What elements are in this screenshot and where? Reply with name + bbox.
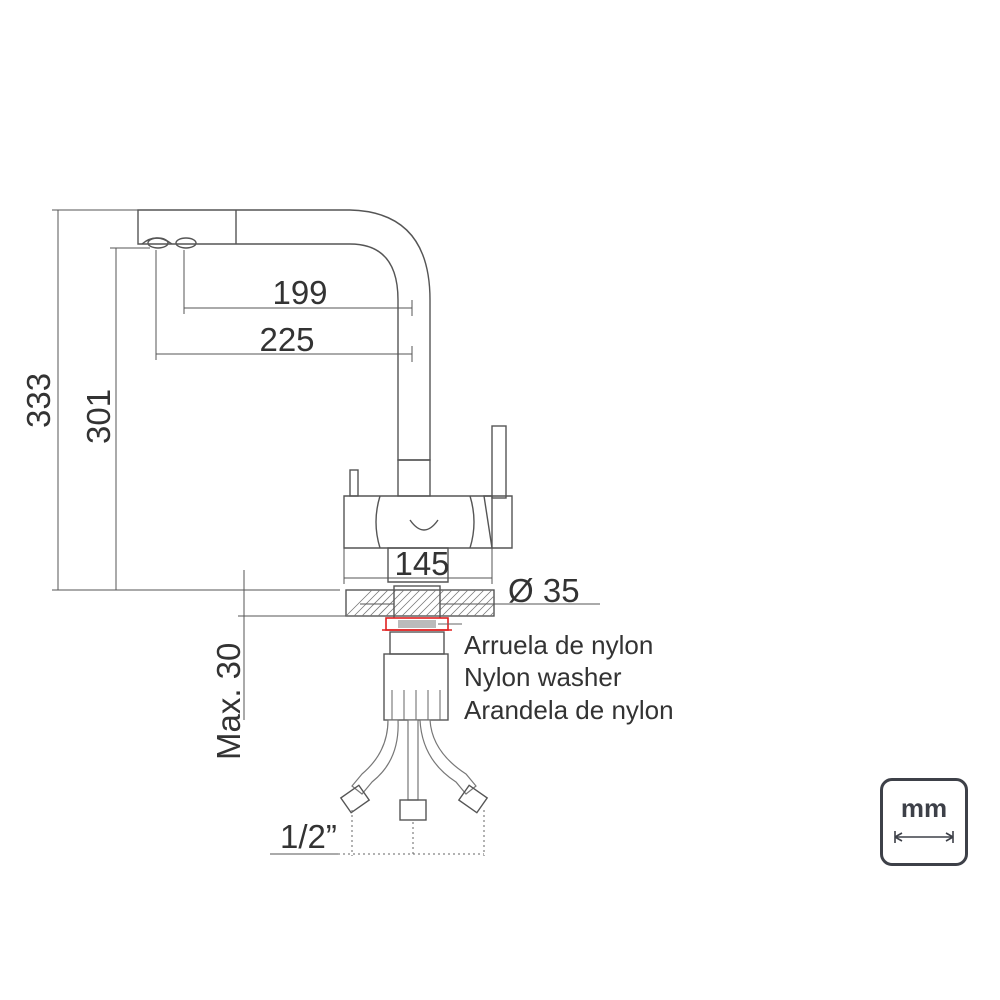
dim-hole-diameter: Ø 35 [508,572,580,609]
hatch-line [449,589,477,617]
hatch-line [481,603,495,617]
hatch-line [457,589,485,617]
countertop-hatching [345,589,495,617]
washer-label-es: Arandela de nylon [464,695,674,725]
dim-height-outlet: 301 [80,389,117,444]
dim-height-total: 333 [20,373,57,428]
hatch-line [369,589,397,617]
hatch-line [361,589,389,617]
hatch-line [345,589,373,617]
dim-reach-short: 199 [272,274,327,311]
hatch-line [353,589,381,617]
hatch-line [433,589,461,617]
unit-label: mm [900,793,948,823]
dimension-lines [52,209,600,856]
hatch-line [465,589,493,617]
double-arrow-icon [894,831,954,843]
hatch-line [385,589,413,617]
hatch-line [425,589,453,617]
hatch-line [489,611,495,617]
hatch-line [401,589,429,617]
unit-badge: mm [880,778,968,866]
dim-base-width: 145 [394,545,449,582]
dim-reach-long: 225 [259,321,314,358]
washer-label-pt: Arruela de nylon [464,630,653,660]
hatch-line [473,595,495,617]
dim-hose-thread: 1/2” [280,818,337,855]
washer-label-en: Nylon washer [464,662,622,692]
mounting-shank [383,631,449,721]
faucet-outline [137,209,513,583]
hatch-line [441,589,469,617]
hatch-line [377,589,405,617]
hatch-line [393,589,421,617]
hatch-line [409,589,437,617]
supply-hoses [339,719,489,821]
nylon-washer [382,617,462,631]
dim-counter-thickness: Max. 30 [210,643,247,760]
countertop [345,585,495,621]
